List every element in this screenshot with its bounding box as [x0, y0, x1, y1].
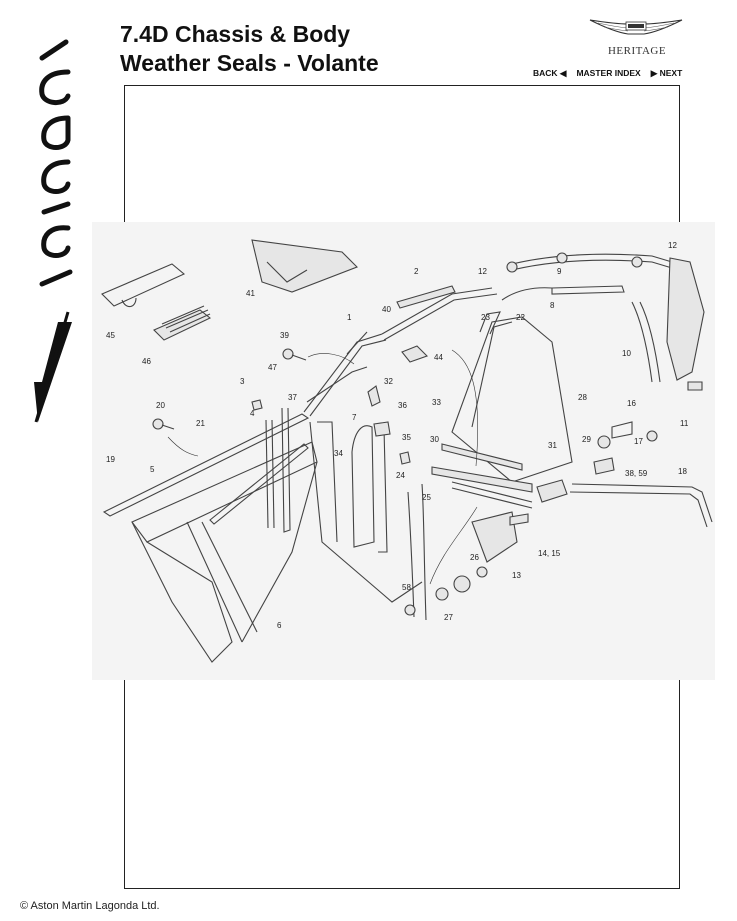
parts-diagram-svg: 1 2 3 4 5 6 7 8 9 10 11 12 12 13 14, 15 …: [101, 239, 713, 663]
callout-44: 44: [434, 353, 443, 362]
callout-28: 28: [578, 393, 587, 402]
callout-6: 6: [277, 621, 282, 630]
virage-logo: [34, 39, 73, 423]
callout-9: 9: [557, 267, 562, 276]
callout-29: 29: [582, 435, 591, 444]
callout-31: 31: [548, 441, 557, 450]
back-link[interactable]: BACK ◀: [533, 68, 567, 78]
callout-12a: 12: [668, 241, 677, 250]
callout-24: 24: [396, 471, 405, 480]
callout-10: 10: [622, 349, 631, 358]
title-line-1: 7.4D Chassis & Body: [120, 21, 351, 47]
callout-32: 32: [384, 377, 393, 386]
callout-26: 26: [470, 553, 479, 562]
callout-17: 17: [634, 437, 643, 446]
callout-45: 45: [106, 331, 115, 340]
callout-4: 4: [250, 409, 255, 418]
callout-38-59: 38, 59: [625, 469, 648, 478]
callout-36: 36: [398, 401, 407, 410]
callout-27: 27: [444, 613, 453, 622]
callout-25: 25: [422, 493, 431, 502]
page-title: 7.4D Chassis & Body Weather Seals - Vola…: [120, 20, 379, 78]
callout-12b: 12: [478, 267, 487, 276]
callout-46: 46: [142, 357, 151, 366]
callout-13: 13: [512, 571, 521, 580]
nav-bar: BACK ◀ MASTER INDEX ▶ NEXT: [533, 68, 682, 79]
callout-labels: 1 2 3 4 5 6 7 8 9 10 11 12 12 13 14, 15 …: [106, 241, 689, 630]
callout-34: 34: [334, 449, 343, 458]
callout-3: 3: [240, 377, 245, 386]
callout-18: 18: [678, 467, 687, 476]
callout-33: 33: [432, 398, 441, 407]
callout-58: 58: [402, 583, 411, 592]
callout-1: 1: [347, 313, 352, 322]
callout-2: 2: [414, 267, 419, 276]
next-link[interactable]: ▶ NEXT: [650, 68, 683, 78]
copyright: © Aston Martin Lagonda Ltd.: [20, 900, 160, 912]
callout-41: 41: [246, 289, 255, 298]
title-line-2: Weather Seals - Volante: [120, 50, 379, 76]
callout-5: 5: [150, 465, 155, 474]
parts-diagram: 1 2 3 4 5 6 7 8 9 10 11 12 12 13 14, 15 …: [92, 222, 715, 680]
callout-7: 7: [352, 413, 357, 422]
brand-subtitle: HERITAGE: [607, 45, 667, 57]
callout-16: 16: [627, 399, 636, 408]
callout-30: 30: [430, 435, 439, 444]
master-index-link[interactable]: MASTER INDEX: [576, 68, 641, 78]
callout-21: 21: [196, 419, 205, 428]
callout-8: 8: [550, 301, 555, 310]
callout-22: 22: [516, 313, 525, 322]
callout-11: 11: [680, 419, 689, 428]
callout-20: 20: [156, 401, 165, 410]
callout-40: 40: [382, 305, 391, 314]
wings-logo: [589, 19, 683, 35]
callout-39: 39: [280, 331, 289, 340]
callout-14-15: 14, 15: [538, 549, 561, 558]
callout-35: 35: [402, 433, 411, 442]
callout-19: 19: [106, 455, 115, 464]
callout-47: 47: [268, 363, 277, 372]
callout-23: 23: [481, 313, 490, 322]
callout-37: 37: [288, 393, 297, 402]
